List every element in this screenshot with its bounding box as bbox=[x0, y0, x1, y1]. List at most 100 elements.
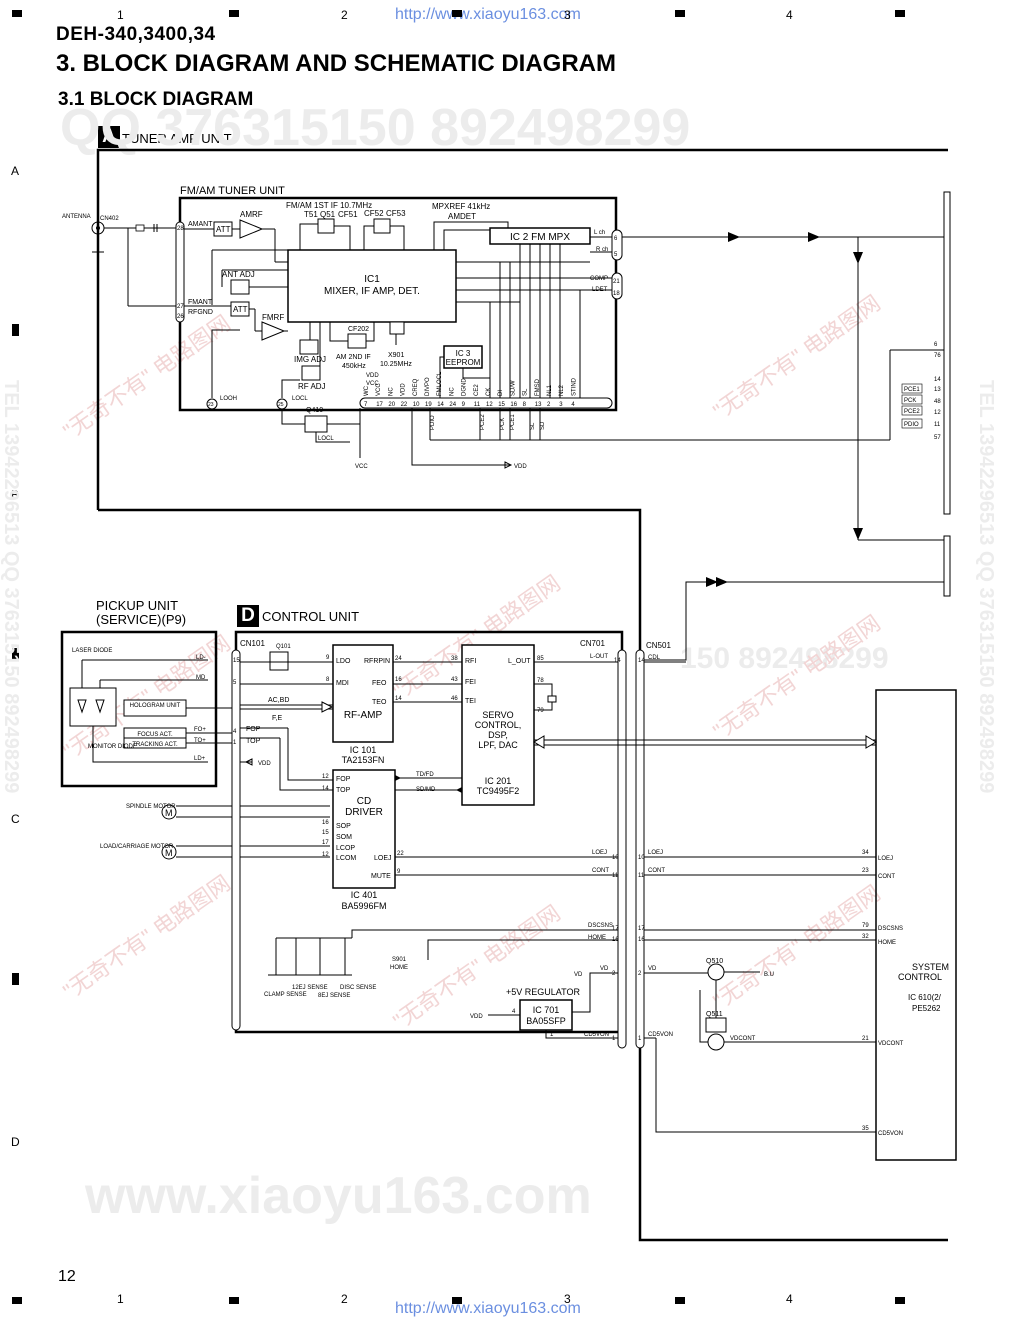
svg-text:VDD: VDD bbox=[470, 1014, 483, 1020]
page-number: 12 bbox=[58, 1268, 76, 1285]
section-title: 3.1 BLOCK DIAGRAM bbox=[58, 89, 254, 110]
svg-text:CN501: CN501 bbox=[646, 641, 671, 650]
svg-text:Q410: Q410 bbox=[306, 407, 323, 414]
right-pin-number: 6 bbox=[934, 342, 938, 348]
tuner-pin-label: CE2 bbox=[474, 384, 480, 396]
right-signal-box bbox=[901, 418, 923, 429]
svg-text:CONT: CONT bbox=[592, 868, 609, 874]
tuner-pin-label: DIVPO bbox=[425, 377, 431, 396]
registration-mark bbox=[229, 10, 239, 17]
svg-text:21: 21 bbox=[613, 279, 620, 285]
tuner-pin-label: NC bbox=[449, 387, 455, 396]
svg-text:4: 4 bbox=[233, 729, 237, 735]
svg-text:79: 79 bbox=[862, 923, 869, 929]
svg-text:CN101: CN101 bbox=[240, 639, 265, 648]
svg-text:IC 401: IC 401 bbox=[351, 890, 378, 900]
svg-text:VDD: VDD bbox=[258, 761, 271, 767]
svg-text:CLAMP SENSE: CLAMP SENSE bbox=[264, 992, 307, 998]
svg-text:10.25MHz: 10.25MHz bbox=[380, 361, 412, 368]
svg-text:IC 101: IC 101 bbox=[350, 745, 377, 755]
svg-text:79: 79 bbox=[537, 708, 544, 714]
watermark-mid: 150 892498299 bbox=[680, 642, 889, 675]
svg-text:DRIVER: DRIVER bbox=[345, 807, 383, 818]
svg-text:IC 3: IC 3 bbox=[456, 349, 471, 358]
registration-mark bbox=[12, 973, 19, 985]
registration-mark bbox=[12, 10, 22, 17]
svg-text:TEO: TEO bbox=[372, 699, 387, 706]
unit-badge-a: A bbox=[98, 126, 120, 148]
fmrf-label: FMRF bbox=[262, 313, 284, 322]
svg-text:DISC SENSE: DISC SENSE bbox=[340, 985, 376, 991]
right-signal-label: PDIO bbox=[904, 422, 919, 428]
registration-mark bbox=[12, 648, 19, 660]
svg-text:DSP,: DSP, bbox=[488, 730, 508, 740]
svg-text:CF202: CF202 bbox=[348, 326, 369, 333]
tuner-pin-label: FMSD bbox=[535, 378, 541, 396]
svg-text:9: 9 bbox=[326, 655, 330, 661]
mpxref-label: MPXREF 41kHz bbox=[432, 202, 490, 211]
svg-text:23: 23 bbox=[862, 868, 869, 874]
svg-text:11: 11 bbox=[612, 873, 619, 879]
svg-text:LOEJ: LOEJ bbox=[648, 850, 663, 856]
tuner-pin-label: VCC bbox=[376, 383, 382, 396]
svg-text:14: 14 bbox=[638, 658, 645, 664]
svg-text:VDCONT: VDCONT bbox=[730, 1036, 756, 1042]
tuner-pin-label: FMLOCL bbox=[437, 371, 443, 396]
column-number: 1 bbox=[117, 8, 124, 22]
svg-text:COMP: COMP bbox=[590, 276, 608, 282]
column-number: 4 bbox=[786, 1292, 793, 1306]
svg-text:1: 1 bbox=[638, 1036, 642, 1042]
svg-text:5: 5 bbox=[614, 252, 618, 258]
registration-mark bbox=[452, 10, 462, 17]
tuner-amp-unit-label: TUNER AMP UNIT bbox=[122, 131, 232, 146]
tuner-pin-label: SD/W bbox=[510, 380, 516, 396]
svg-text:17: 17 bbox=[322, 840, 329, 846]
bus-label: SD bbox=[540, 421, 546, 430]
right-pin-number: 57 bbox=[934, 435, 941, 441]
svg-text:Q51: Q51 bbox=[320, 210, 336, 219]
right-pin-number: 12 bbox=[934, 410, 941, 416]
svg-text:VD: VD bbox=[574, 972, 583, 978]
svg-text:CD5VON: CD5VON bbox=[648, 1032, 673, 1038]
tuner-amp-boundary-top bbox=[96, 148, 948, 510]
source-url-bottom[interactable]: http://www.xiaoyu163.com bbox=[395, 1300, 581, 1317]
right-signal-box bbox=[901, 405, 923, 416]
row-letter: B bbox=[11, 488, 20, 502]
row-letter: C bbox=[11, 812, 20, 826]
row-letter: D bbox=[11, 1135, 20, 1149]
svg-text:VDD: VDD bbox=[514, 464, 527, 470]
tuner-pin-label: STIND bbox=[571, 377, 577, 396]
tuner-pin-label: NL1 bbox=[547, 384, 553, 396]
right-signal-label: PCE1 bbox=[904, 387, 920, 393]
svg-text:LCOP: LCOP bbox=[336, 845, 355, 852]
source-url-top[interactable]: http://www.xiaoyu163.com bbox=[395, 6, 581, 23]
svg-text:RFRPIN: RFRPIN bbox=[364, 658, 390, 665]
svg-text:18: 18 bbox=[613, 291, 620, 297]
tuner-pin-label: WC bbox=[364, 385, 370, 396]
watermark-qq: QQ 376315150 892498299 bbox=[60, 99, 690, 157]
svg-text:85: 85 bbox=[537, 656, 544, 662]
svg-text:FEO: FEO bbox=[372, 680, 387, 687]
svg-text:32: 32 bbox=[862, 934, 869, 940]
svg-text:LD+: LD+ bbox=[194, 756, 206, 762]
svg-text:VDD: VDD bbox=[366, 373, 379, 379]
tuner-pin-number: 13 bbox=[535, 402, 542, 408]
svg-text:CD: CD bbox=[357, 796, 371, 807]
svg-text:L_OUT: L_OUT bbox=[508, 658, 531, 665]
svg-text:CF52: CF52 bbox=[364, 209, 384, 218]
unit-badge-d: D bbox=[237, 605, 259, 627]
svg-text:21: 21 bbox=[862, 1036, 869, 1042]
tuner-pin-number: 10 bbox=[413, 402, 420, 408]
tuner-pin-number: 19 bbox=[425, 402, 432, 408]
bus-label: PCK bbox=[500, 418, 506, 430]
svg-text:CONTROL,: CONTROL, bbox=[475, 720, 522, 730]
svg-text:38: 38 bbox=[451, 656, 458, 662]
svg-text:16: 16 bbox=[612, 937, 619, 943]
svg-text:T51: T51 bbox=[304, 210, 318, 219]
svg-text:BA5996FM: BA5996FM bbox=[341, 901, 386, 911]
svg-text:SPINDLE MOTOR: SPINDLE MOTOR bbox=[126, 804, 176, 810]
svg-text:15: 15 bbox=[233, 658, 240, 664]
svg-text:27: 27 bbox=[177, 304, 184, 310]
